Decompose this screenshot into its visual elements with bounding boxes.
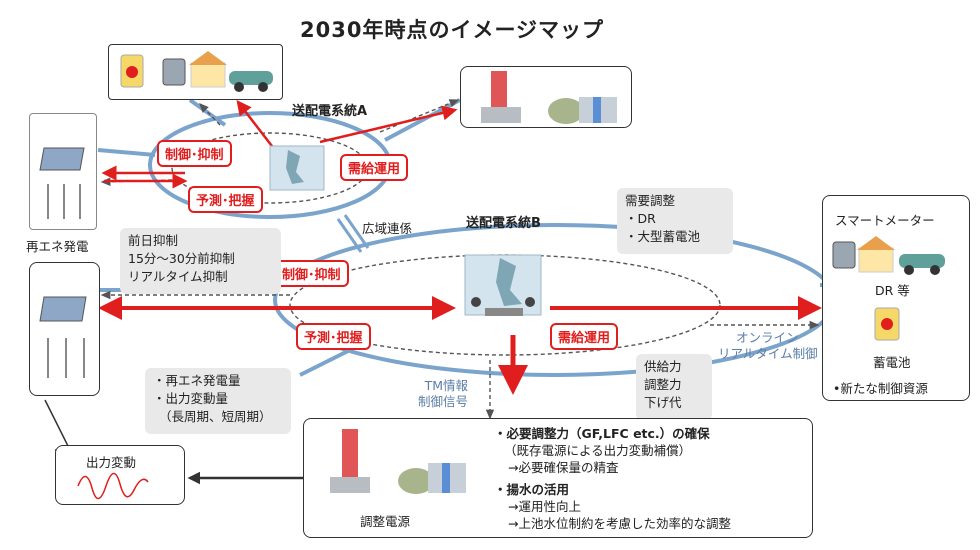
wide-area-link-1: [343, 214, 370, 249]
demand-adjust-line: ・DR: [625, 211, 656, 226]
smart-meter-icons: [832, 236, 945, 341]
demand-adjust-line: 需要調整: [625, 193, 676, 208]
house-icon: [858, 247, 894, 273]
solar-wind-icon: [39, 147, 85, 219]
curtailment-box: 前日抑制 15分〜30分前抑制 リアルタイム抑制: [120, 228, 281, 294]
customer-icons: [120, 51, 273, 92]
renewable-label: 再エネ発電: [26, 239, 89, 254]
dash-arrow-a-up: [199, 102, 221, 126]
supply-capacity-line: 調整力: [644, 377, 682, 392]
output-variation-label: 出力変動: [86, 455, 137, 470]
red-arrow-a-right: [319, 105, 458, 144]
adjustment-bullet-2-line: →運用性向上: [508, 499, 581, 514]
grid-b-line-bottom: [299, 343, 361, 377]
tm-info-line: 制御信号: [418, 394, 469, 409]
supply-ops-tag-b: 需給運用: [550, 323, 619, 350]
plant-icons: [481, 71, 617, 124]
curtailment-line: 前日抑制: [128, 233, 179, 248]
page-title: 2030年時点のイメージマップ: [300, 18, 605, 42]
online-control-line: オンライン: [736, 330, 799, 345]
smart-meter-box: スマートメーター DR 等 蓄電池 •新たな制御資源: [822, 195, 970, 401]
supply-capacity-line: 下げ代: [644, 395, 682, 410]
demand-adjust-line: ・大型蓄電池: [625, 229, 701, 244]
demand-adjust-box: 需要調整 ・DR ・大型蓄電池: [617, 188, 733, 254]
adjustment-bullet-1-line: （既存電源による出力変動補償）: [504, 443, 692, 458]
supply-capacity-box: 供給力 調整力 下げ代: [636, 354, 712, 420]
output-variation-box: 出力変動: [55, 445, 185, 505]
tm-info-label: TM情報 制御信号: [418, 378, 468, 410]
renewable-box-bottom: [29, 262, 100, 396]
new-resource-label: •新たな制御資源: [833, 381, 928, 396]
meter-icon: [162, 58, 186, 86]
customer-box: [108, 44, 283, 100]
solar-wind-icon-2: [39, 296, 87, 378]
power-plant-box: [460, 66, 632, 128]
adjustment-source-text: ・必要調整力（GF,LFC etc.）の確保 （既存電源による出力変動補償） →…: [494, 425, 731, 532]
grid-a-label: 送配電系統A: [292, 104, 368, 119]
tm-info-line: TM情報: [424, 378, 469, 393]
wide-area-link-2: [336, 218, 363, 253]
renewable-info-line: ・再エネ発電量: [153, 373, 241, 388]
supply-capacity-line: 供給力: [644, 359, 682, 374]
dr-label: DR 等: [875, 283, 910, 298]
dash-arrow-a-right: [379, 99, 460, 133]
renewable-box-top: [29, 113, 97, 230]
meter-icon: [832, 241, 856, 269]
grid-b-label: 送配電系統B: [466, 216, 541, 231]
online-control-label: オンライン リアルタイム制御: [718, 330, 818, 362]
dam-icon: [548, 98, 584, 124]
forecast-tag-b: 予測･把握: [296, 323, 371, 350]
adjustment-source-label: 調整電源: [360, 514, 411, 529]
dam-icon: [398, 468, 434, 494]
supply-ops-tag-a: 需給運用: [340, 154, 409, 181]
forecast-tag-a: 予測･把握: [188, 186, 263, 213]
adjustment-bullet-2-line: →上池水位制約を考慮した効率的な調整: [508, 516, 731, 531]
ev-car-icon: [899, 254, 945, 268]
renewable-info-line: （長周期、短周期）: [159, 409, 272, 424]
control-tag-b: 制御･抑制: [274, 260, 349, 287]
adjustment-bullet-1-title: ・必要調整力（GF,LFC etc.）の確保: [494, 426, 710, 441]
adjustment-source-box: 調整電源 ・必要調整力（GF,LFC etc.）の確保 （既存電源による出力変動…: [303, 418, 813, 538]
adjustment-bullet-1-line: →必要確保量の精査: [508, 460, 619, 475]
ev-car-icon: [229, 71, 273, 85]
online-control-line: リアルタイム制御: [718, 346, 818, 361]
smart-meter-title: スマートメーター: [835, 213, 935, 228]
battery-label: 蓄電池: [873, 355, 911, 370]
control-tag-a: 制御･抑制: [157, 140, 232, 167]
curtailment-line: 15分〜30分前抑制: [128, 251, 235, 266]
adjustment-bullet-2-title: ・揚水の活用: [494, 482, 570, 497]
curtailment-line: リアルタイム抑制: [128, 269, 228, 284]
wide-area-label: 広域連係: [362, 221, 413, 236]
adjustment-source-icons: [330, 429, 466, 494]
red-arrow-a-top: [236, 100, 276, 151]
grid-a-line-left: [97, 148, 156, 157]
renewable-info-line: ・出力変動量: [153, 391, 229, 406]
renewable-info-box: ・再エネ発電量 ・出力変動量 （長周期、短周期）: [145, 368, 291, 434]
wave-icon: [77, 472, 149, 500]
